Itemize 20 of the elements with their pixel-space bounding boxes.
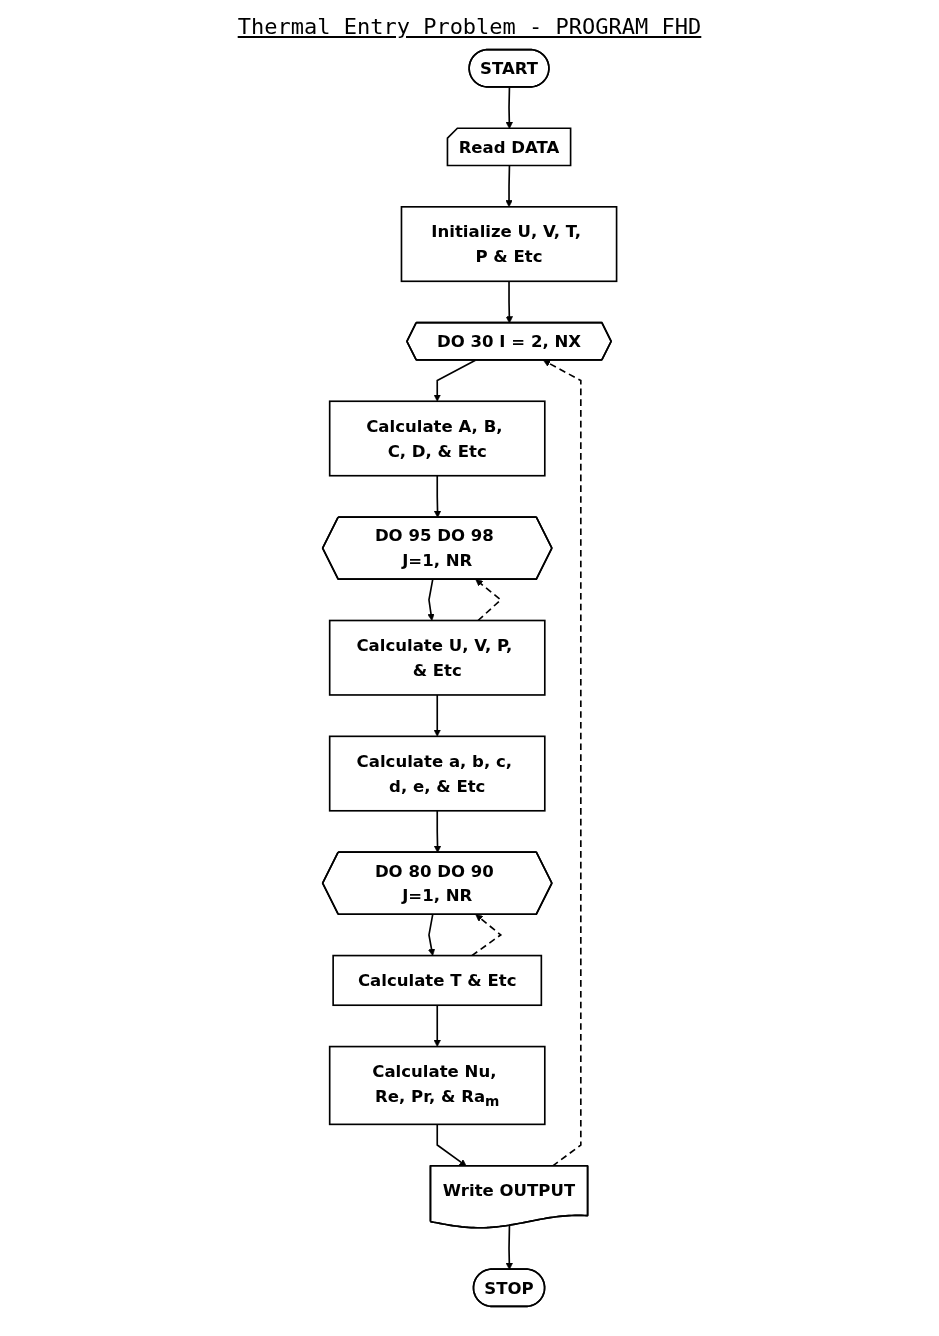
node-box: Calculate a, b, c, d, e, & Etc (328, 735, 546, 812)
arrow (433, 809, 442, 853)
diagram-title: Thermal Entry Problem - PROGRAM FHD (236, 14, 703, 39)
node-box: Initialize U, V, T, P & Etc (400, 206, 618, 283)
node-box: Calculate Nu, Re, Pr, & Ra$_{m}$ (328, 1045, 546, 1126)
arrow (475, 579, 502, 622)
arrow (433, 474, 442, 518)
arrow (505, 280, 513, 324)
arrow (433, 694, 441, 737)
node-box: Calculate T & Etc (332, 954, 543, 1007)
arrow (427, 578, 435, 621)
node-box: Calculate U, V, P, & Etc (328, 619, 546, 696)
arrow (505, 1224, 513, 1270)
node-box: Calculate A, B, C, D, & Etc (328, 400, 546, 477)
arrow (470, 914, 502, 957)
arrow (505, 165, 513, 208)
arrow (427, 913, 435, 956)
arrow (505, 86, 513, 129)
arrow (433, 1004, 441, 1047)
arrow (433, 359, 477, 402)
